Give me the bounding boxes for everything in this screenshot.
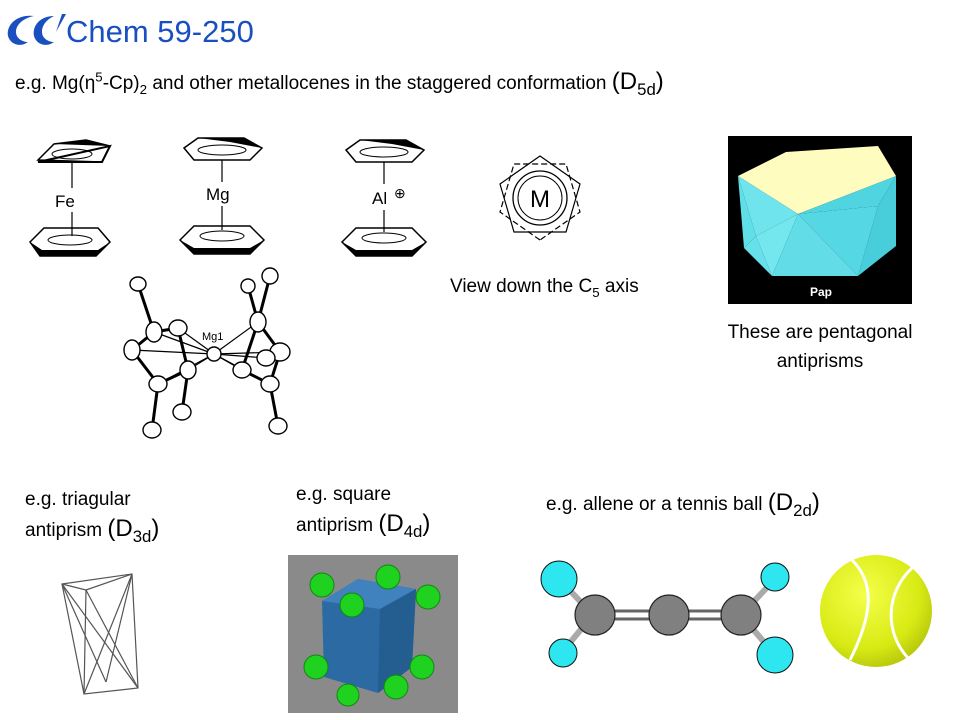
metal-label: Mg — [206, 185, 230, 204]
aluminocenium-structure: Al ⊕ — [340, 139, 428, 257]
metal-label: M — [530, 186, 550, 213]
positive-charge-icon: ⊕ — [394, 185, 406, 201]
atom-label: Mg1 — [202, 331, 223, 343]
pentagonal-antiprism-image: Pap — [728, 136, 912, 304]
university-logo — [7, 14, 66, 45]
tennis-ball-image — [820, 555, 932, 667]
allene-model — [540, 560, 794, 674]
triangular-antiprism-caption: e.g. triagular antiprism (D3d) — [25, 489, 160, 546]
square-antiprism-caption: e.g. square antiprism (D4d) — [296, 484, 431, 541]
metal-label: Fe — [55, 192, 75, 211]
magnesocene-structure: Mg — [178, 137, 266, 255]
c5-axis-view: M — [499, 155, 581, 241]
allene-caption: e.g. allene or a tennis ball (D2d) — [546, 489, 820, 520]
ferrocene-structure: Fe — [29, 139, 112, 257]
metal-label: Al — [372, 189, 387, 208]
subtitle-line: e.g. Mg(η5-Cp)2 and other metallocenes i… — [15, 68, 664, 99]
c5-axis-caption: View down the C5 axis — [450, 276, 639, 300]
triangular-antiprism-drawing — [61, 573, 139, 695]
metallocene-structures: Fe Mg Al ⊕ — [29, 137, 428, 257]
ortep-structure: Mg1 — [123, 267, 291, 439]
image-watermark: Pap — [810, 285, 832, 299]
page-title: Chem 59-250 — [66, 14, 254, 49]
square-antiprism-image — [288, 555, 458, 713]
antiprism-caption: These are pentagonal antiprisms — [727, 322, 913, 372]
